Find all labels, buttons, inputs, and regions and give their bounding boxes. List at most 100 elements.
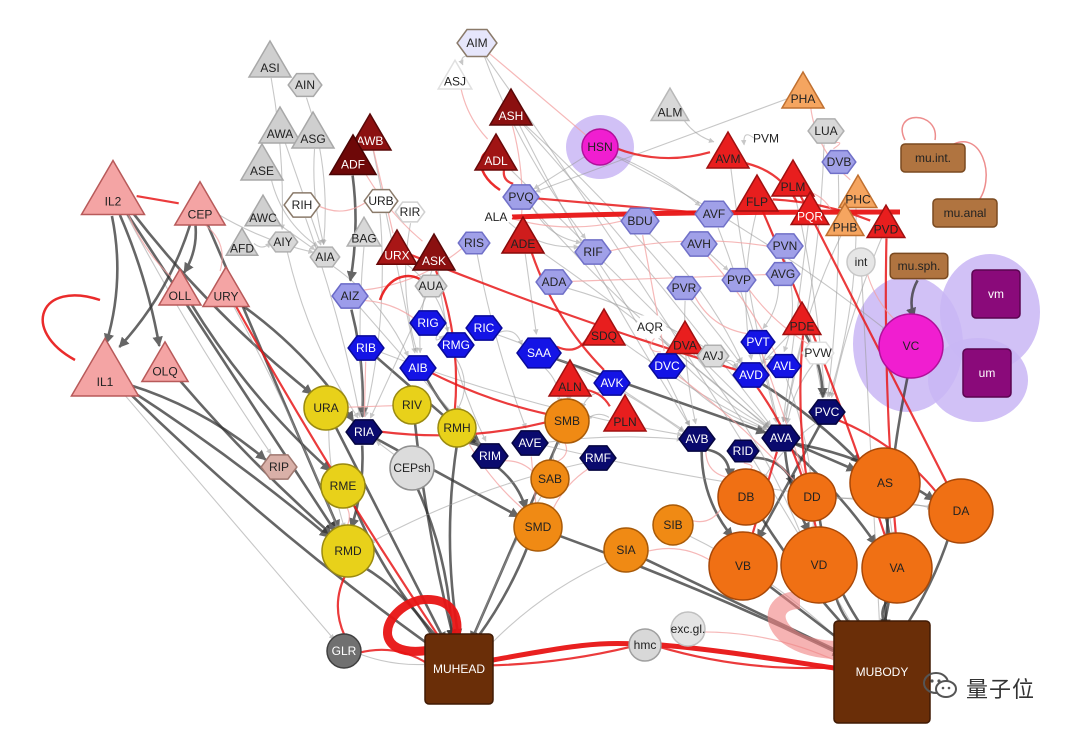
node-aua: AUA: [414, 274, 448, 298]
watermark-text: 量子位: [966, 678, 1036, 703]
node-aim: AIM: [456, 28, 498, 58]
node-avh: AVH: [680, 231, 718, 257]
node-awa: AWA: [257, 105, 303, 144]
edge-RIB-RIA: [363, 361, 367, 417]
edge-PVW-AVA: [785, 363, 814, 424]
edge-SDQ-AVA: [617, 337, 768, 431]
edge-DVC-DD: [676, 374, 797, 483]
edge-RIS-AVE: [476, 254, 527, 429]
node-asj: ASJ: [436, 58, 474, 90]
node-rip: RIP: [260, 454, 298, 480]
edge-ASG-AIA: [313, 148, 326, 245]
node-aiz: AIZ: [331, 283, 369, 309]
edge-AFD-AIY: [253, 242, 271, 249]
node-awc: AWC: [243, 193, 283, 227]
node-rmf: RMF: [579, 445, 617, 471]
edge-CEPsh-MUHEAD: [414, 484, 457, 641]
edge-SMD-MUHEAD: [472, 543, 530, 644]
edge-URB-RIA: [363, 213, 383, 418]
edge-PHC-PVC: [828, 208, 857, 398]
edge-mu-int-loop: [901, 116, 936, 141]
edge-PVP-PVW: [747, 288, 809, 345]
node-riv: RIV: [392, 385, 432, 425]
node-sia: SIA: [603, 527, 649, 573]
edge-IL2-CEP: [136, 194, 179, 205]
edge-IL2-RIP: [124, 212, 272, 455]
node-ria: RIA: [345, 419, 383, 445]
edge-PVQ-AVF: [534, 197, 698, 214]
node-avl: AVL: [766, 353, 802, 379]
edge-CEP-AIA: [217, 213, 314, 254]
edge-BDU-AVD: [648, 232, 743, 364]
node-sdq: SDQ: [581, 307, 627, 346]
edge-RIA-SMD: [375, 437, 520, 518]
edge-ALA-RIF: [506, 220, 580, 250]
node-int: int: [846, 247, 876, 277]
edge-int-VC: [866, 271, 897, 322]
node-smb: SMB: [544, 398, 590, 444]
edge-OLL-RME: [189, 301, 332, 472]
node-muhead: MUHEAD: [424, 633, 494, 705]
edge-PVD-PVC: [829, 237, 883, 398]
node-ric: RIC: [465, 315, 503, 341]
node-hmc: hmc: [628, 628, 662, 662]
node-ash: ASH: [488, 87, 534, 126]
edge-IL2-RMD: [125, 211, 337, 533]
node-rmg: RMG: [437, 332, 475, 358]
node-ura: URA: [303, 385, 349, 431]
node-il1: IL1: [70, 336, 140, 397]
edge-OLL-IL2: [127, 214, 172, 278]
node-pvr: PVR: [666, 275, 702, 301]
edge-IL2-OLQ: [118, 214, 163, 348]
edge-PVT-DD: [761, 353, 806, 477]
edge-RIS-AIZ: [364, 247, 464, 291]
node-pvn: PVN: [766, 233, 804, 259]
edge-PVM-AVM: [740, 134, 756, 146]
node-ain: AIN: [287, 72, 323, 98]
node-vc: VC: [878, 313, 944, 379]
node-cepsh: CEPsh: [389, 445, 435, 491]
node-pvc: PVC: [808, 399, 846, 425]
node-asg: ASG: [290, 110, 336, 149]
node-aib: AIB: [399, 355, 437, 381]
node-mu-anal: mu.anal: [932, 198, 998, 228]
node-rme: RME: [320, 463, 366, 509]
edge-AVD-AS: [760, 382, 862, 465]
edge-SIA-MUHEAD: [483, 559, 612, 652]
edge-AQR-DVC: [649, 337, 661, 353]
edge-ASH-AVD: [521, 121, 742, 365]
node-aia: AIA: [309, 246, 341, 268]
edge-ADE-AVK: [530, 251, 605, 371]
node-avj: AVJ: [696, 344, 730, 368]
edge-HSN-AVF: [612, 153, 701, 207]
edge-MUHEAD-hmc-thick: [492, 641, 646, 663]
edge-RIC-SAA: [496, 330, 524, 346]
edge-PVQ-RIF: [531, 205, 582, 245]
node-mu-sph: mu.sph.: [889, 252, 949, 280]
node-lua: LUA: [807, 118, 845, 144]
edge-ASH-ADE: [511, 125, 523, 221]
edge-RIM-SMD: [496, 466, 529, 511]
node-aiy: AIY: [267, 231, 299, 253]
node-alm: ALM: [649, 86, 691, 122]
watermark: 量子位: [922, 668, 1072, 708]
edge-IL1-RIP: [127, 383, 267, 461]
node-avf: AVF: [694, 200, 734, 228]
node-aqr: AQR: [633, 315, 667, 339]
node-ava: AVA: [761, 424, 801, 452]
edge-BAG-RIA: [359, 246, 367, 418]
node-mubody: MUBODY: [833, 620, 931, 724]
edge-AVG-PVT: [762, 286, 780, 329]
edge-PHA-PVQ: [534, 98, 789, 193]
node-um: um: [962, 348, 1012, 398]
edge-GLR-MUHEAD: [357, 652, 430, 668]
node-aln: ALN: [547, 358, 593, 397]
node-pvt: PVT: [740, 329, 776, 355]
node-pvw: PVW: [801, 341, 835, 365]
edge-PDE-PVC: [804, 334, 828, 399]
node-rid: RID: [726, 439, 760, 463]
edge-AVM-AVA: [730, 168, 780, 423]
node-avm: AVM: [705, 130, 751, 169]
edge-AVF-AVA: [717, 227, 779, 424]
